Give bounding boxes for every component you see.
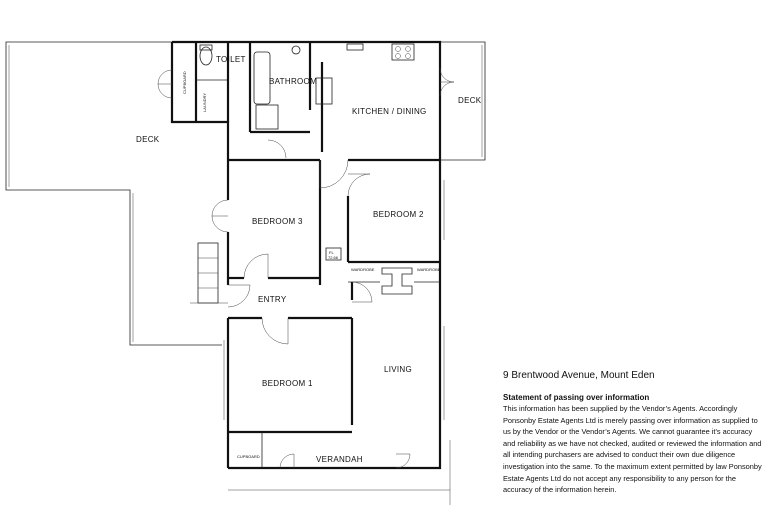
floor-plan: TOILET BATHROOM KITCHEN / DINING DECK DE… — [5, 40, 486, 505]
bedroom2-label: BEDROOM 2 — [373, 210, 424, 219]
deck-left-label: DECK — [136, 135, 160, 144]
verandah-label: VERANDAH — [316, 455, 363, 464]
entry-label: ENTRY — [258, 295, 287, 304]
wardrobe-right-label: WARDROBE — [417, 267, 441, 272]
bathroom-label: BATHROOM — [269, 77, 317, 86]
statement-body: This information has been supplied by th… — [503, 404, 762, 495]
interior-walls — [194, 42, 440, 468]
fixtures — [199, 43, 415, 295]
toilet-icon — [199, 46, 213, 66]
info-panel: 9 Brentwood Avenue, Mount Eden Statement… — [503, 370, 765, 496]
bedroom3-label: BEDROOM 3 — [252, 217, 303, 226]
outer-walls — [170, 40, 442, 470]
windows — [223, 180, 451, 505]
deck-left-outline — [5, 41, 222, 346]
entry-steps — [190, 242, 228, 304]
living-label: LIVING — [384, 365, 412, 374]
bath-icon — [253, 51, 271, 105]
laundry-label: LAUNDRY — [202, 93, 207, 112]
basin-icon — [291, 45, 301, 55]
toilet-label: TOILET — [216, 55, 246, 64]
fl-tag-line2: 72.66 — [328, 255, 339, 260]
fireplace-icon — [381, 267, 413, 295]
kitchen-dining-label: KITCHEN / DINING — [352, 107, 427, 116]
cupboard-bottom-label: CUPBOARD — [237, 454, 260, 459]
deck-right-label: DECK — [458, 96, 482, 105]
fl-tag-line1: FL — [329, 250, 334, 255]
statement-heading: Statement of passing over information — [503, 393, 650, 402]
bedroom1-label: BEDROOM 1 — [262, 379, 313, 388]
stove-icon — [391, 43, 415, 61]
sink-icon — [315, 77, 333, 105]
door-swings — [157, 67, 455, 469]
deck-right-outline — [440, 41, 486, 161]
cupboard-top-label: CUPBOARD — [182, 71, 187, 94]
wardrobe-left-label: WARDROBE — [351, 267, 375, 272]
property-address: 9 Brentwood Avenue, Mount Eden — [503, 370, 655, 381]
